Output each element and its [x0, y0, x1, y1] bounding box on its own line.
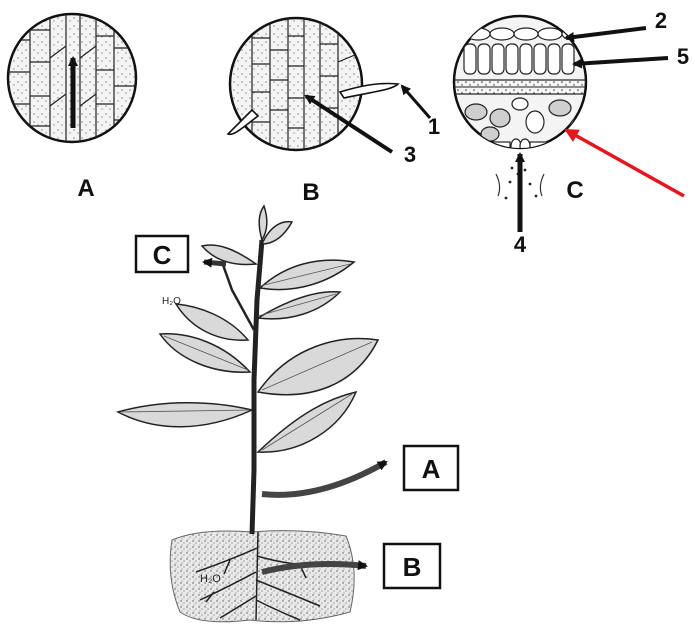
- leaf-left-upper: [176, 304, 248, 340]
- callout-arrow-1: [402, 86, 430, 118]
- leaf-top-tip: [259, 206, 267, 240]
- box-c-label: C: [153, 240, 172, 270]
- callout-label-1: 1: [428, 114, 440, 139]
- callout-label-2: 2: [655, 8, 667, 33]
- callout-arrow-2: [566, 28, 646, 38]
- panel-a-label: A: [77, 175, 94, 202]
- callout-arrow-5: [574, 58, 668, 64]
- pointer-arrow-c: [204, 262, 226, 264]
- pointer-arrow-a: [262, 462, 386, 495]
- leaf-left-lower: [118, 403, 252, 427]
- callout-label-3: 3: [404, 142, 416, 167]
- h2o-leaf-label: H₂O: [162, 296, 181, 307]
- callout-label-4: 4: [514, 232, 527, 257]
- panel-b-micrograph: [228, 14, 398, 154]
- panel-b-label: B: [302, 179, 319, 206]
- stem: [252, 240, 262, 534]
- box-b-label: B: [403, 552, 422, 582]
- soil-root-zone: [170, 531, 354, 622]
- panel-a-micrograph: [8, 10, 140, 146]
- callout-label-5: 5: [677, 44, 689, 69]
- panel-c-label: C: [566, 177, 583, 204]
- h2o-root-label: H₂O: [200, 573, 221, 585]
- leaf-right-mid: [258, 292, 340, 319]
- box-a-label: A: [422, 454, 441, 484]
- red-highlight-arrow: [566, 130, 684, 196]
